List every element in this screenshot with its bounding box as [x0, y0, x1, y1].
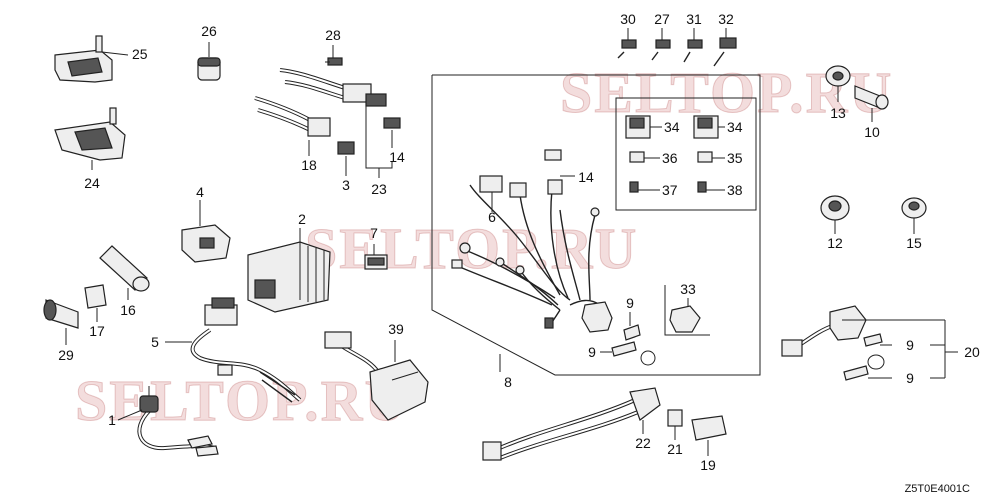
part-32-bolt — [713, 28, 737, 67]
label-34a: 34 — [664, 119, 680, 135]
part-1-sensor — [117, 386, 219, 457]
label-13: 13 — [830, 105, 846, 121]
label-14b: 14 — [578, 169, 594, 185]
part-25-mount — [54, 35, 129, 83]
label-21: 21 — [667, 441, 683, 457]
part-19-cover — [691, 415, 727, 456]
part-9-keys-center — [600, 312, 656, 366]
label-8: 8 — [504, 374, 512, 390]
label-15: 15 — [906, 235, 922, 251]
part-28-screw — [325, 45, 343, 66]
part-4-connector — [181, 200, 231, 263]
part-29-grommet — [43, 299, 79, 345]
label-19: 19 — [700, 457, 716, 473]
part-2-regulator — [247, 228, 331, 313]
label-34b: 34 — [727, 119, 743, 135]
label-18: 18 — [301, 157, 317, 173]
label-6: 6 — [488, 209, 496, 225]
label-30: 30 — [620, 11, 636, 27]
part-22-harness — [482, 387, 661, 461]
label-9b: 9 — [588, 344, 596, 360]
connector-kit-frame — [615, 97, 757, 211]
label-24: 24 — [84, 175, 100, 191]
label-38: 38 — [727, 182, 743, 198]
label-5: 5 — [151, 334, 159, 350]
part-39-module — [324, 331, 429, 421]
part-31-bolt — [683, 28, 703, 63]
label-25: 25 — [132, 46, 148, 62]
label-26: 26 — [201, 23, 217, 39]
part-33-switch — [669, 298, 701, 333]
part-21-terminal — [667, 409, 683, 440]
label-39: 39 — [388, 321, 404, 337]
label-20: 20 — [964, 344, 980, 360]
watermark-bottom: SELTOP.RU — [75, 368, 408, 433]
part-26-cap — [197, 42, 221, 81]
label-33: 33 — [680, 281, 696, 297]
label-28: 28 — [325, 27, 341, 43]
part-15-grommet — [901, 197, 927, 234]
part-10-bolt — [854, 85, 889, 122]
label-31: 31 — [686, 11, 702, 27]
label-4: 4 — [196, 184, 204, 200]
watermark-middle: SELTOP.RU — [305, 216, 638, 281]
label-1: 1 — [108, 412, 116, 428]
label-2: 2 — [298, 211, 306, 227]
label-22: 22 — [635, 435, 651, 451]
part-13-washer — [825, 65, 851, 102]
label-10: 10 — [864, 124, 880, 140]
part-8-main-harness — [451, 149, 613, 372]
connector-kit-parts — [625, 115, 725, 193]
harness-group-frame — [431, 74, 761, 376]
label-27: 27 — [654, 11, 670, 27]
label-36: 36 — [662, 150, 678, 166]
part-30-bolt — [617, 28, 637, 59]
label-23: 23 — [371, 181, 387, 197]
label-35: 35 — [727, 150, 743, 166]
part-20-switch-assembly — [781, 305, 958, 381]
part-24-mount — [54, 107, 126, 170]
part-12-grommet — [820, 195, 850, 234]
label-16: 16 — [120, 302, 136, 318]
switch-33-bracket — [664, 285, 710, 336]
label-32: 32 — [718, 11, 734, 27]
label-12: 12 — [827, 235, 843, 251]
label-37: 37 — [662, 182, 678, 198]
part-5-harness — [165, 297, 302, 403]
drawing-code: Z5T0E4001C — [905, 483, 970, 495]
label-9a: 9 — [626, 295, 634, 311]
label-9c: 9 — [906, 337, 914, 353]
label-14a: 14 — [389, 149, 405, 165]
part-23-connector-set — [254, 68, 401, 178]
part-27-bolt — [651, 28, 671, 61]
part-7-connector — [364, 244, 388, 270]
part-16-tube — [99, 245, 150, 300]
label-9d: 9 — [906, 370, 914, 386]
label-17: 17 — [89, 323, 105, 339]
label-29: 29 — [58, 347, 74, 363]
part-17-clip — [84, 284, 107, 322]
label-7: 7 — [370, 225, 378, 241]
label-3: 3 — [342, 177, 350, 193]
